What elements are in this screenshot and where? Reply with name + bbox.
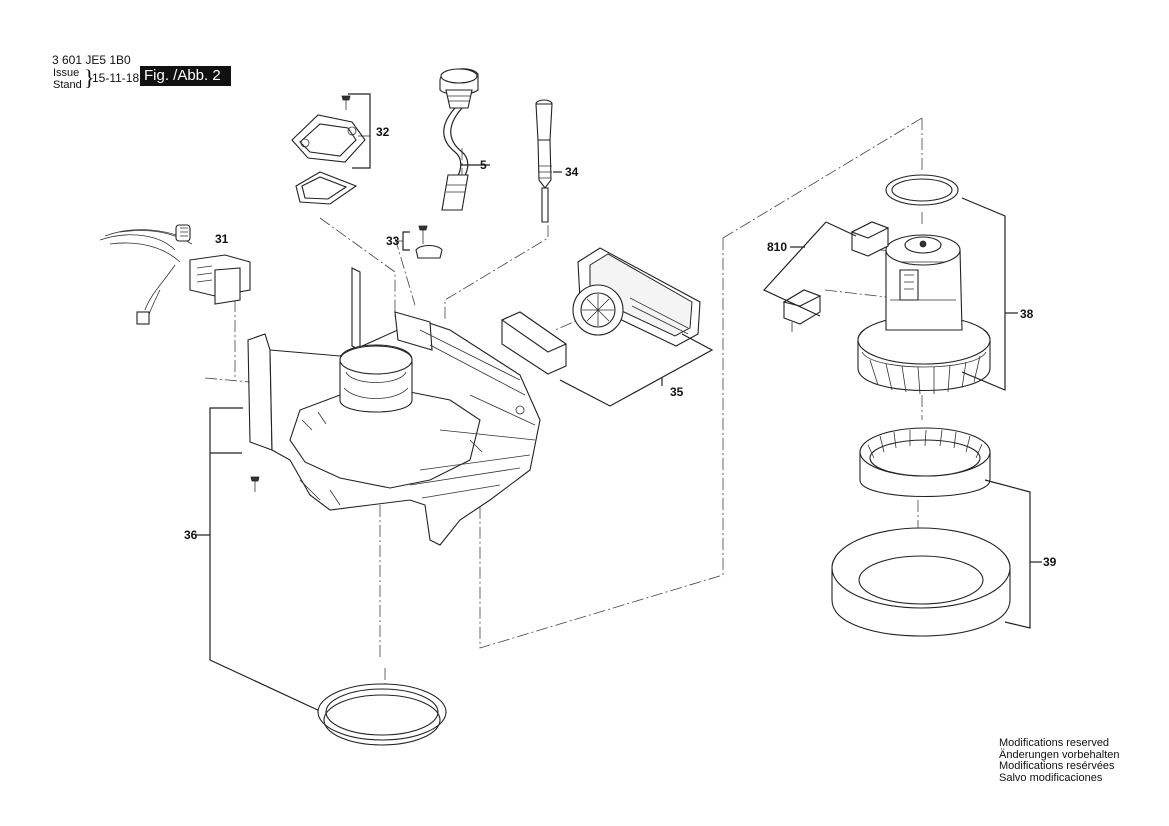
part-36-seal-ring <box>195 407 447 746</box>
callout-31: 31 <box>215 232 229 246</box>
issue-date: 15-11-18 <box>92 71 140 85</box>
callout-36: 36 <box>184 528 198 542</box>
part-34-probe-rod <box>535 99 562 223</box>
callout-39: 39 <box>1043 555 1057 569</box>
issue-brace: } <box>84 65 95 90</box>
issue-label: Issue <box>53 67 80 79</box>
callout-35: 35 <box>670 385 684 399</box>
part-5-power-cord <box>439 68 490 211</box>
callout-38: 38 <box>1020 307 1034 321</box>
part-35-fan-filter <box>500 247 714 407</box>
part-31-wiring-harness <box>99 224 251 325</box>
notice-line-es: Salvo modificaciones <box>999 771 1103 784</box>
part-33-cord-clamp <box>398 225 443 259</box>
main-housing <box>247 267 541 546</box>
part-39-filter-rings <box>831 427 1042 637</box>
stand-label: Stand <box>53 79 82 91</box>
part-number: 3 601 JE5 1B0 <box>52 53 131 67</box>
notice-line-fr: Modifications resérvées <box>999 760 1115 772</box>
callout-32: 32 <box>376 125 390 139</box>
callout-labels: 31 32 5 33 34 35 36 38 810 39 <box>184 125 1057 569</box>
callout-34: 34 <box>565 165 579 179</box>
modifications-notice: Modifications reserved Änderungen vorbeh… <box>999 737 1120 784</box>
notice-line-en: Modifications reserved <box>999 737 1110 749</box>
notice-line-de: Änderungen vorbehalten <box>999 748 1120 761</box>
figure-label: Fig. /Abb. 2 <box>140 66 231 86</box>
callout-33: 33 <box>386 234 400 248</box>
callout-810: 810 <box>767 240 787 254</box>
part-38-motor <box>763 174 1018 395</box>
callout-5: 5 <box>480 158 487 172</box>
part-32-cover-plate <box>291 93 371 205</box>
